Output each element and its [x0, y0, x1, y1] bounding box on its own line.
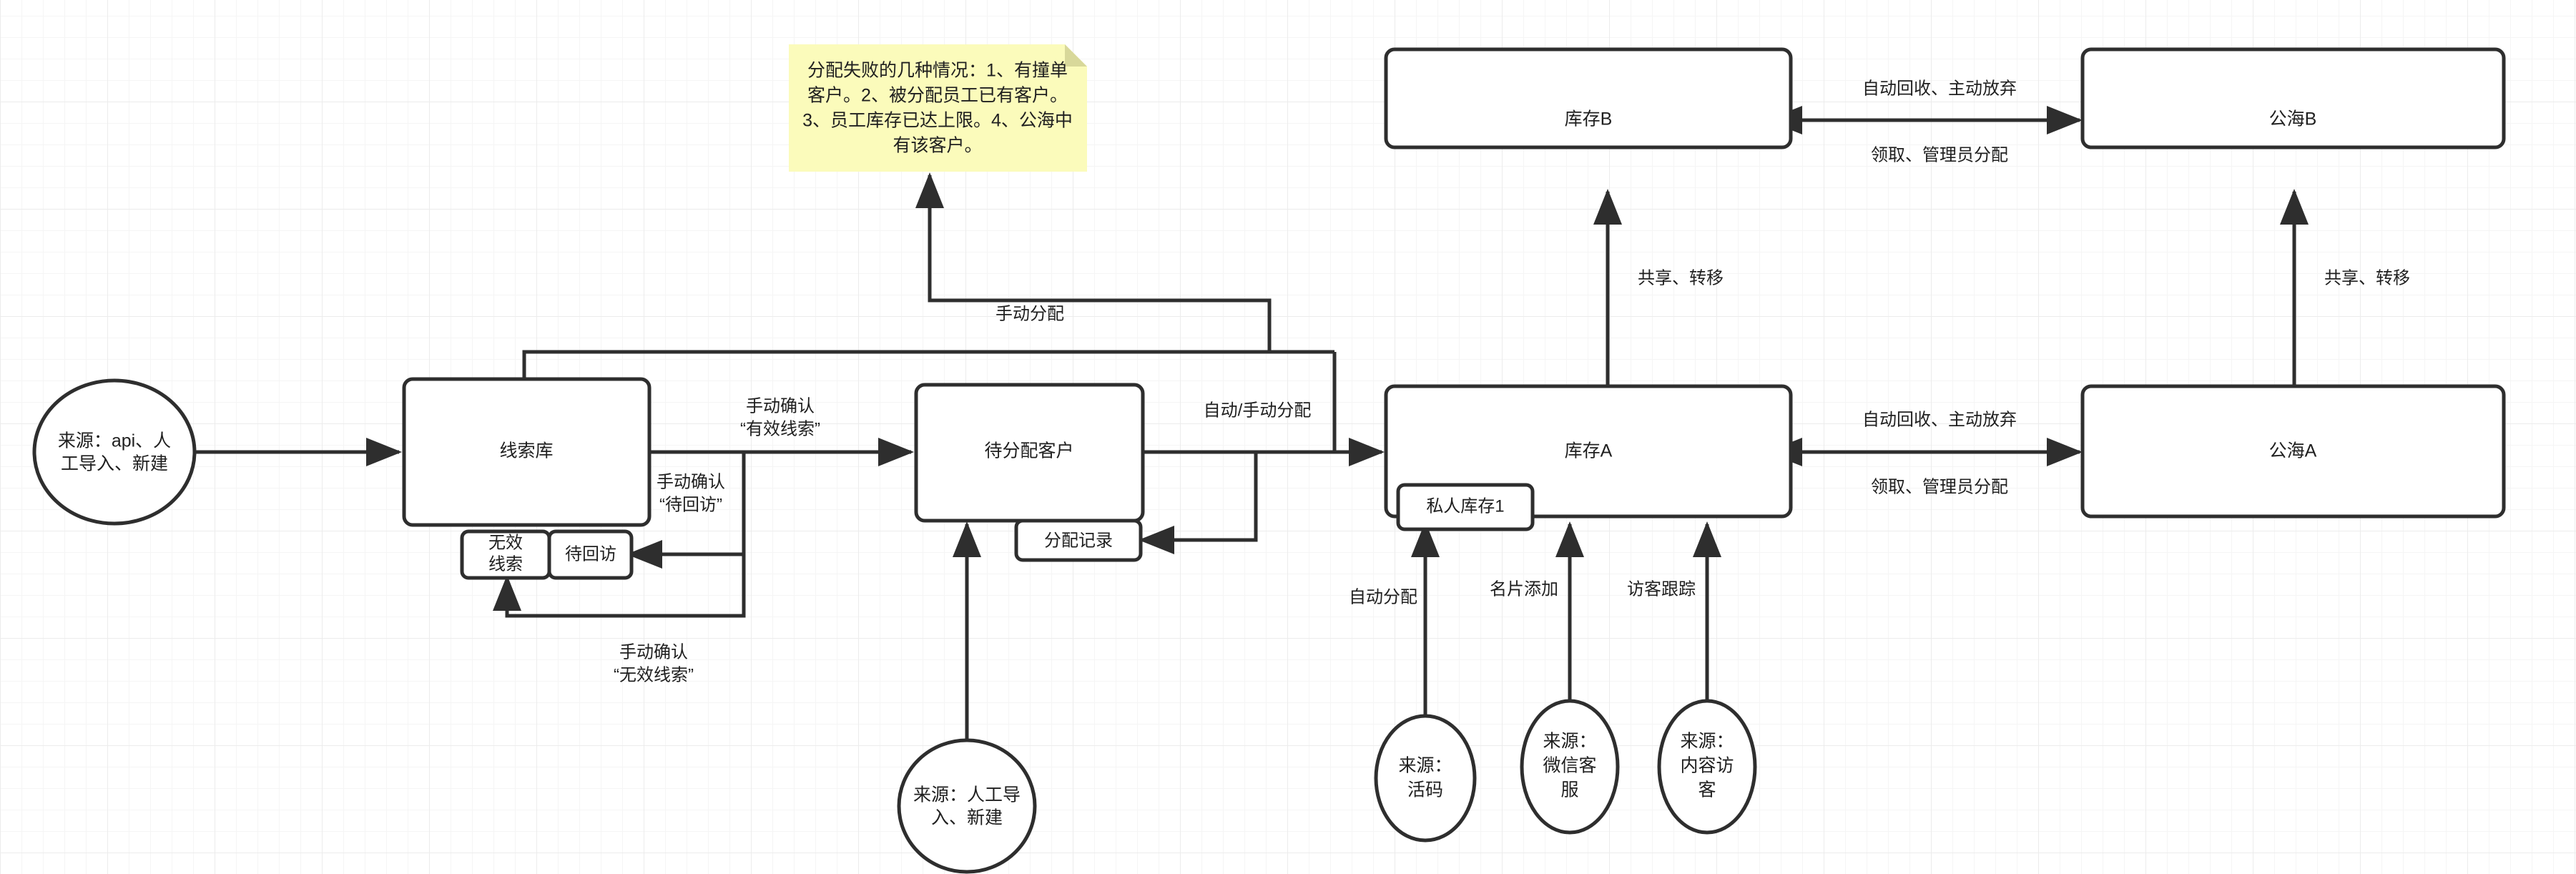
edge-label-card-add: 名片添加 — [1490, 579, 1558, 599]
node-stock-b[interactable]: 库存B — [1384, 47, 1793, 149]
edge-pending-visit-to-invalid-lead — [493, 554, 746, 618]
edge-label-claim-admin-assign-b: 领取、管理员分配 — [1871, 145, 2008, 165]
node-pending-customer[interactable]: 待分配客户 — [914, 383, 1145, 523]
node-invalid-lead-label-1: 无效 — [488, 533, 523, 552]
node-source-manual-label-1: 来源：人工导 — [913, 785, 1021, 805]
edge-label-manual-confirm-pending-2: “待回访” — [659, 495, 722, 514]
node-stock-b-label: 库存B — [1565, 109, 1613, 129]
node-sea-a[interactable]: 公海A — [2080, 384, 2506, 519]
node-source-livecode-label-1: 来源： — [1398, 756, 1452, 776]
node-source-livecode-label-2: 活码 — [1407, 780, 1443, 800]
edge-label-manual-assign: 手动分配 — [996, 304, 1064, 323]
node-assign-record-label: 分配记录 — [1044, 531, 1113, 550]
edge-label-manual-confirm-invalid-1: 手动确认 — [619, 642, 688, 662]
node-source-content-label-2: 内容访 — [1680, 756, 1734, 776]
node-private-stock-1-label: 私人库存1 — [1426, 496, 1504, 516]
edge-manual-assign-route — [522, 350, 1334, 379]
edge-lead-pool-to-pending-visit — [626, 450, 746, 569]
failure-note-line-2: 客户。2、被分配员工已有客户。 — [807, 86, 1068, 106]
node-private-stock-1[interactable]: 私人库存1 — [1396, 483, 1535, 531]
edge-label-auto-recycle-b: 自动回收、主动放弃 — [1862, 79, 2017, 98]
node-invalid-lead-label-2: 线索 — [488, 554, 523, 574]
node-source-wechat[interactable]: 来源： 微信客 服 — [1520, 699, 1620, 835]
node-sea-a-label: 公海A — [2269, 441, 2317, 461]
node-source-wechat-label-3: 服 — [1560, 780, 1578, 800]
node-invalid-lead[interactable]: 无效 线索 — [460, 529, 551, 580]
node-source-lead-label-2: 工导入、新建 — [61, 454, 168, 474]
edge-to-failure-note — [915, 172, 1272, 352]
failure-note-line-4: 有该客户。 — [893, 136, 982, 156]
node-source-content-label-3: 客 — [1698, 780, 1716, 800]
node-sea-b[interactable]: 公海B — [2080, 47, 2506, 149]
edge-label-auto-recycle-a: 自动回收、主动放弃 — [1862, 410, 2017, 429]
edge-label-auto-manual-assign: 自动/手动分配 — [1204, 401, 1312, 420]
edge-label-manual-confirm-pending-1: 手动确认 — [657, 472, 725, 491]
node-source-lead[interactable]: 来源：api、人 工导入、新建 — [32, 378, 197, 526]
edge-label-visitor-track: 访客跟踪 — [1627, 579, 1696, 599]
node-source-content[interactable]: 来源： 内容访 客 — [1657, 699, 1757, 835]
edge-label-share-transfer-sea: 共享、转移 — [2324, 268, 2410, 288]
node-assign-record[interactable]: 分配记录 — [1014, 519, 1143, 562]
failure-note-line-1: 分配失败的几种情况：1、有撞单 — [807, 61, 1068, 81]
failure-note: 分配失败的几种情况：1、有撞单 客户。2、被分配员工已有客户。 3、员工库存已达… — [789, 44, 1087, 172]
node-pending-customer-label: 待分配客户 — [984, 441, 1073, 461]
node-source-livecode[interactable]: 来源： 活码 — [1374, 714, 1477, 843]
node-lead-pool-label: 线索库 — [499, 441, 553, 461]
node-lead-pool[interactable]: 线索库 — [402, 377, 652, 527]
node-source-lead-label-1: 来源：api、人 — [58, 431, 171, 451]
edge-label-manual-confirm-valid-2: “有效线索” — [740, 419, 820, 438]
edge-label-share-transfer-stock: 共享、转移 — [1638, 268, 1724, 288]
edge-label-manual-confirm-valid-1: 手动确认 — [746, 396, 815, 416]
node-source-wechat-label-2: 微信客 — [1543, 756, 1596, 776]
node-source-manual[interactable]: 来源：人工导 入、新建 — [897, 738, 1037, 874]
edge-to-assign-record — [1138, 452, 1258, 554]
edge-label-manual-confirm-invalid-2: “无效线索” — [614, 665, 694, 684]
failure-note-line-3: 3、员工库存已达上限。4、公海中 — [802, 111, 1073, 131]
node-stock-a-label: 库存A — [1565, 441, 1613, 461]
node-source-manual-label-2: 入、新建 — [931, 808, 1003, 828]
node-pending-visit[interactable]: 待回访 — [547, 529, 634, 580]
node-pending-visit-label: 待回访 — [565, 544, 616, 564]
edge-label-auto-assign: 自动分配 — [1349, 587, 1417, 607]
node-source-wechat-label-1: 来源： — [1543, 732, 1596, 752]
node-sea-b-label: 公海B — [2269, 109, 2317, 129]
node-source-content-label-1: 来源： — [1680, 732, 1734, 752]
edge-label-claim-admin-assign-a: 领取、管理员分配 — [1871, 477, 2008, 496]
